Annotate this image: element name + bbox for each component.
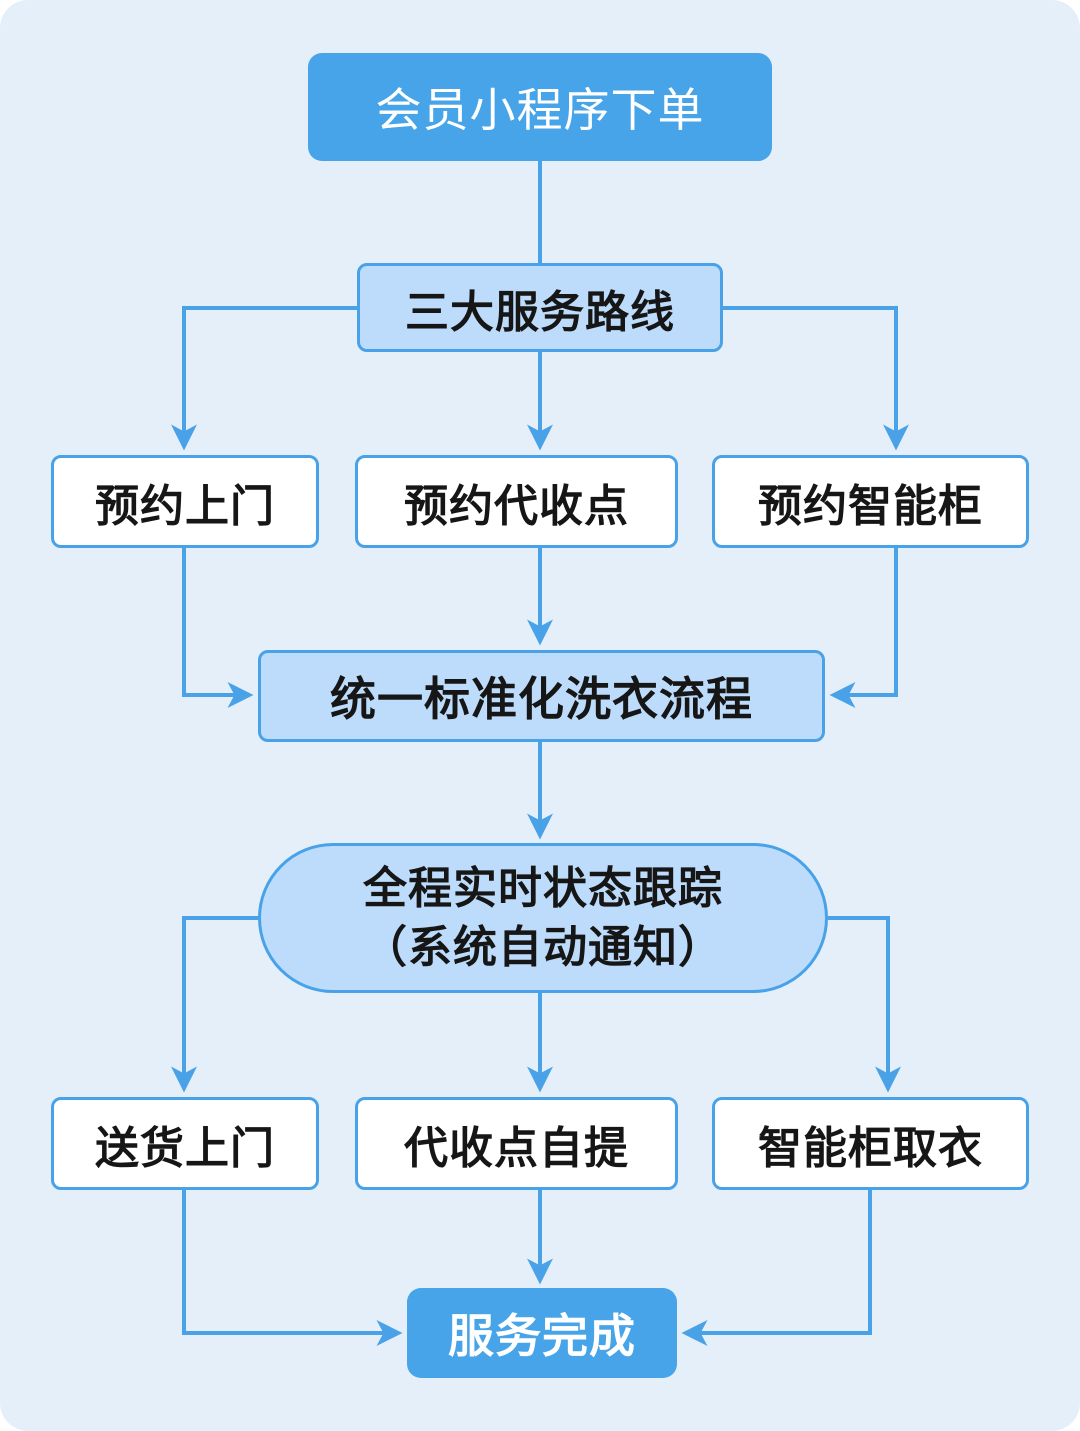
node-member-miniprogram-order: 会员小程序下单 <box>308 53 772 161</box>
node-unified-laundry-process: 统一标准化洗衣流程 <box>258 650 825 742</box>
tracking-line-2: （系统自动通知） <box>363 922 723 973</box>
connector-book-home-unified <box>182 548 254 708</box>
node-book-home-pickup: 预约上门 <box>51 455 319 548</box>
connector-routes-book-home <box>171 306 357 451</box>
node-home-delivery: 送货上门 <box>51 1097 319 1190</box>
connector-routes-book-locker <box>723 306 909 451</box>
connector-deliver-done <box>182 1190 403 1346</box>
node-three-service-routes: 三大服务路线 <box>357 263 723 352</box>
connector-locker-done <box>681 1190 872 1346</box>
connector-tracking-locker <box>828 916 901 1093</box>
node-book-smart-locker: 预约智能柜 <box>712 455 1029 548</box>
node-smart-locker-pickup: 智能柜取衣 <box>712 1097 1029 1190</box>
connector-book-locker-unified <box>829 548 898 708</box>
tracking-line-1: 全程实时状态跟踪 <box>363 862 723 914</box>
node-realtime-status-tracking: 全程实时状态跟踪 （系统自动通知） <box>258 843 828 993</box>
node-book-collection-point: 预约代收点 <box>355 455 678 548</box>
node-collection-point-pickup: 代收点自提 <box>355 1097 678 1190</box>
connector-tracking-deliver <box>171 916 258 1093</box>
node-service-complete: 服务完成 <box>407 1288 677 1378</box>
